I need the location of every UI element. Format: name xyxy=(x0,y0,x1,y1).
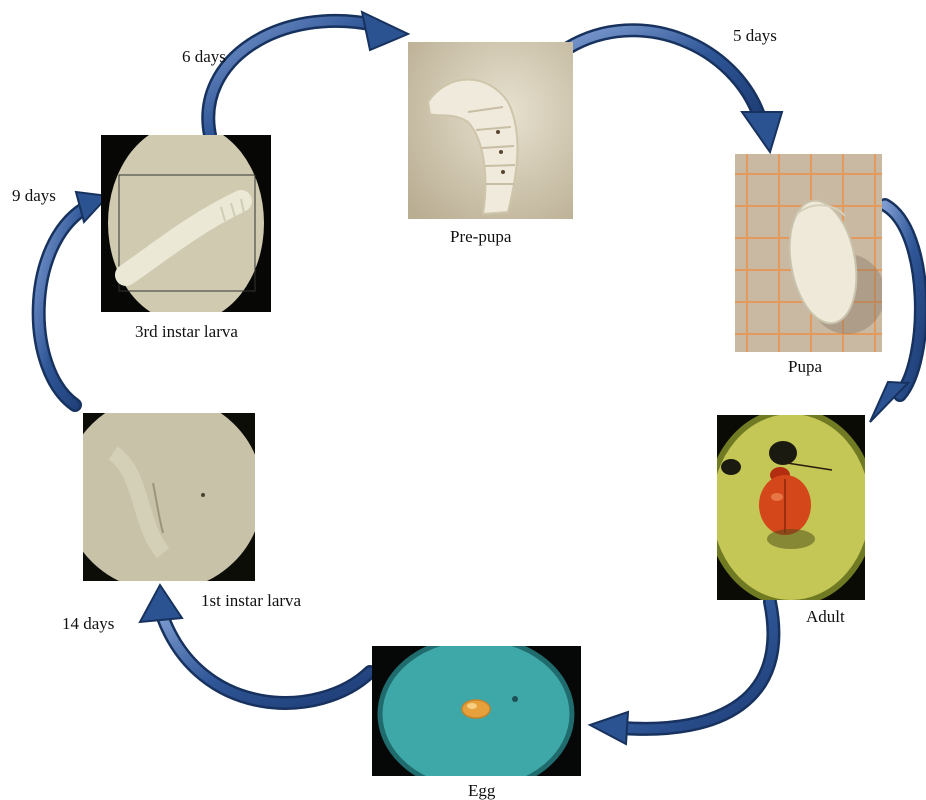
arrow-prepupa-to-pupa xyxy=(568,30,782,152)
stage-label-prepupa: Pre-pupa xyxy=(450,228,511,245)
arrow-first-to-third-instar xyxy=(39,192,108,405)
stage-label-first-instar: 1st instar larva xyxy=(201,592,301,609)
stage-label-third-instar: 3rd instar larva xyxy=(135,323,238,340)
duration-first-to-third: 9 days xyxy=(12,187,56,204)
prepupa-photo xyxy=(408,42,573,219)
third-instar-photo xyxy=(101,135,271,312)
duration-prepupa-to-pupa: 5 days xyxy=(733,27,777,44)
first-instar-photo xyxy=(83,413,255,581)
stage-label-adult: Adult xyxy=(806,608,845,625)
pupa-photo xyxy=(735,154,882,352)
adult-photo xyxy=(717,415,865,600)
egg-photo xyxy=(372,646,581,776)
arrow-third-to-prepupa xyxy=(208,12,408,135)
duration-third-to-prepupa: 6 days xyxy=(182,48,226,65)
stage-label-pupa: Pupa xyxy=(788,358,822,375)
arrow-adult-to-egg xyxy=(590,602,773,744)
duration-egg-to-first: 14 days xyxy=(62,615,114,632)
stage-label-egg: Egg xyxy=(468,782,495,799)
